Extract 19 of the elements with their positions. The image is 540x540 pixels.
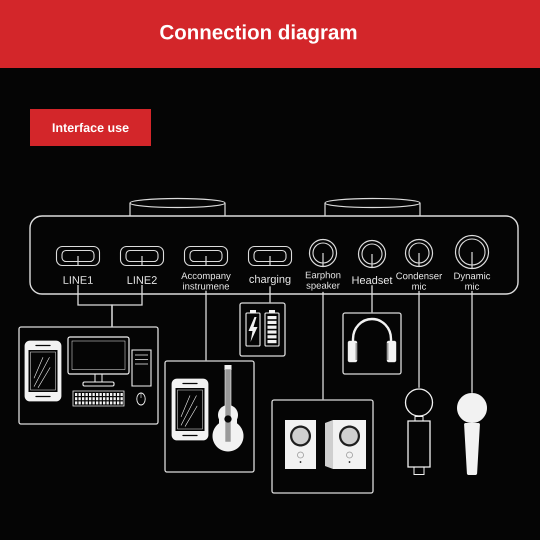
microphone-icon [457, 393, 487, 475]
port-label: Dynamic mic [454, 272, 490, 290]
microphone-icon [404, 388, 434, 475]
port-label: LINE2 [128, 276, 157, 284]
connector-line [205, 290, 207, 360]
connector-line [418, 290, 420, 388]
port-label: Headset [352, 276, 392, 284]
connector-line [269, 286, 271, 302]
port-label: Earphon speaker [306, 271, 340, 291]
title-banner: Connection diagram [0, 0, 540, 68]
port-label: LINE1 [64, 276, 93, 284]
connector-line [371, 285, 373, 312]
port-label: charging [249, 274, 290, 286]
port-label: Accompany instrumene [181, 272, 231, 290]
connector-line [111, 285, 143, 326]
connector-line [471, 290, 473, 393]
section-heading: Interface use [30, 109, 151, 146]
connector-line [322, 292, 324, 400]
port-label: Condenser mic [396, 272, 442, 290]
